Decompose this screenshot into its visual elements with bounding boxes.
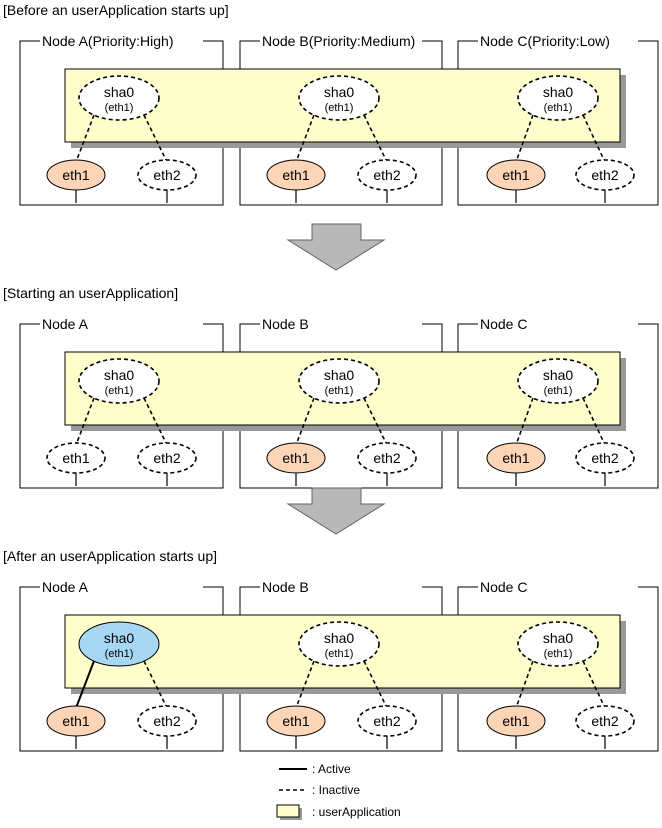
transition-arrow <box>286 223 386 271</box>
sha0-ellipse <box>298 75 380 121</box>
inactive-link-line <box>75 114 95 163</box>
node-label: Node B(Priority:Medium) <box>262 33 415 49</box>
eth-label: eth1 <box>62 713 89 729</box>
eth-label: eth2 <box>153 713 180 729</box>
eth-label: eth2 <box>153 167 180 183</box>
inactive-link-line <box>295 114 315 163</box>
inactive-link-line <box>143 114 168 163</box>
sha0-ellipse <box>78 358 160 404</box>
sha0-label: sha0 <box>324 367 355 383</box>
eth-label: eth2 <box>373 450 400 466</box>
inactive-link-line <box>515 397 534 446</box>
inactive-link-line <box>582 397 606 446</box>
sha0-ellipse <box>78 621 160 667</box>
legend-app-text: : userApplication <box>312 805 401 819</box>
node-label: Node A <box>42 579 89 595</box>
eth-label: eth2 <box>153 450 180 466</box>
sha0-sublabel: (eth1) <box>544 102 573 114</box>
sha0-sublabel: (eth1) <box>105 102 134 114</box>
inactive-link-line <box>143 397 168 446</box>
sha0-ellipse <box>517 621 599 667</box>
sha0-label: sha0 <box>543 630 574 646</box>
node-box <box>457 40 659 206</box>
legend-active-text: : Active <box>312 762 351 776</box>
section-title: [Starting an userApplication] <box>3 285 178 301</box>
inactive-link-line <box>363 660 388 709</box>
sha0-sublabel: (eth1) <box>325 648 354 660</box>
eth-label: eth1 <box>282 167 309 183</box>
eth-label: eth2 <box>591 713 618 729</box>
sha0-sublabel: (eth1) <box>325 385 354 397</box>
legend-inactive-text: : Inactive <box>312 783 360 797</box>
inactive-link-line <box>363 397 388 446</box>
sha0-ellipse <box>298 358 380 404</box>
node-label: Node B <box>262 579 309 595</box>
eth-label: eth2 <box>373 713 400 729</box>
eth-label: eth1 <box>62 167 89 183</box>
eth-label: eth2 <box>591 167 618 183</box>
inactive-link-line <box>75 397 95 446</box>
node-box <box>457 323 659 489</box>
sha0-label: sha0 <box>104 84 135 100</box>
sha0-sublabel: (eth1) <box>105 648 134 660</box>
node-label: Node C <box>480 316 527 332</box>
eth-label: eth2 <box>373 167 400 183</box>
eth-label: eth1 <box>502 450 529 466</box>
sha0-ellipse <box>298 621 380 667</box>
node-box <box>239 40 443 206</box>
sha0-label: sha0 <box>104 367 135 383</box>
inactive-link-line <box>143 660 168 709</box>
sha0-label: sha0 <box>104 630 135 646</box>
eth-label: eth1 <box>502 167 529 183</box>
transition-arrow <box>286 487 386 535</box>
node-label: Node B <box>262 316 309 332</box>
eth-label: eth2 <box>591 450 618 466</box>
node-box <box>19 323 224 489</box>
sha0-ellipse <box>517 75 599 121</box>
sha0-sublabel: (eth1) <box>544 385 573 397</box>
node-label: Node C(Priority:Low) <box>480 33 610 49</box>
node-label: Node C <box>480 579 527 595</box>
node-box <box>19 40 224 206</box>
node-label: Node A <box>42 316 89 332</box>
eth-label: eth1 <box>502 713 529 729</box>
sha0-sublabel: (eth1) <box>544 648 573 660</box>
inactive-link-line <box>295 660 315 709</box>
inactive-link-line <box>515 114 534 163</box>
sha0-ellipse <box>78 75 160 121</box>
inactive-link-line <box>363 114 388 163</box>
sha0-label: sha0 <box>543 367 574 383</box>
sha0-label: sha0 <box>324 630 355 646</box>
inactive-link-line <box>582 114 606 163</box>
sha0-sublabel: (eth1) <box>325 102 354 114</box>
eth-label: eth1 <box>282 713 309 729</box>
legend-app-swatch <box>276 804 300 818</box>
section-title: [After an userApplication starts up] <box>3 548 217 564</box>
section-title: [Before an userApplication starts up] <box>3 2 229 18</box>
active-link-line <box>75 660 95 709</box>
node-label: Node A(Priority:High) <box>42 33 174 49</box>
node-box <box>239 586 443 752</box>
sha0-sublabel: (eth1) <box>105 385 134 397</box>
inactive-link-line <box>295 397 315 446</box>
node-box <box>19 586 224 752</box>
sha0-label: sha0 <box>324 84 355 100</box>
node-box <box>457 586 659 752</box>
inactive-link-line <box>515 660 534 709</box>
sha0-label: sha0 <box>543 84 574 100</box>
eth-label: eth1 <box>62 450 89 466</box>
inactive-link-line <box>582 660 606 709</box>
eth-label: eth1 <box>282 450 309 466</box>
sha0-ellipse <box>517 358 599 404</box>
